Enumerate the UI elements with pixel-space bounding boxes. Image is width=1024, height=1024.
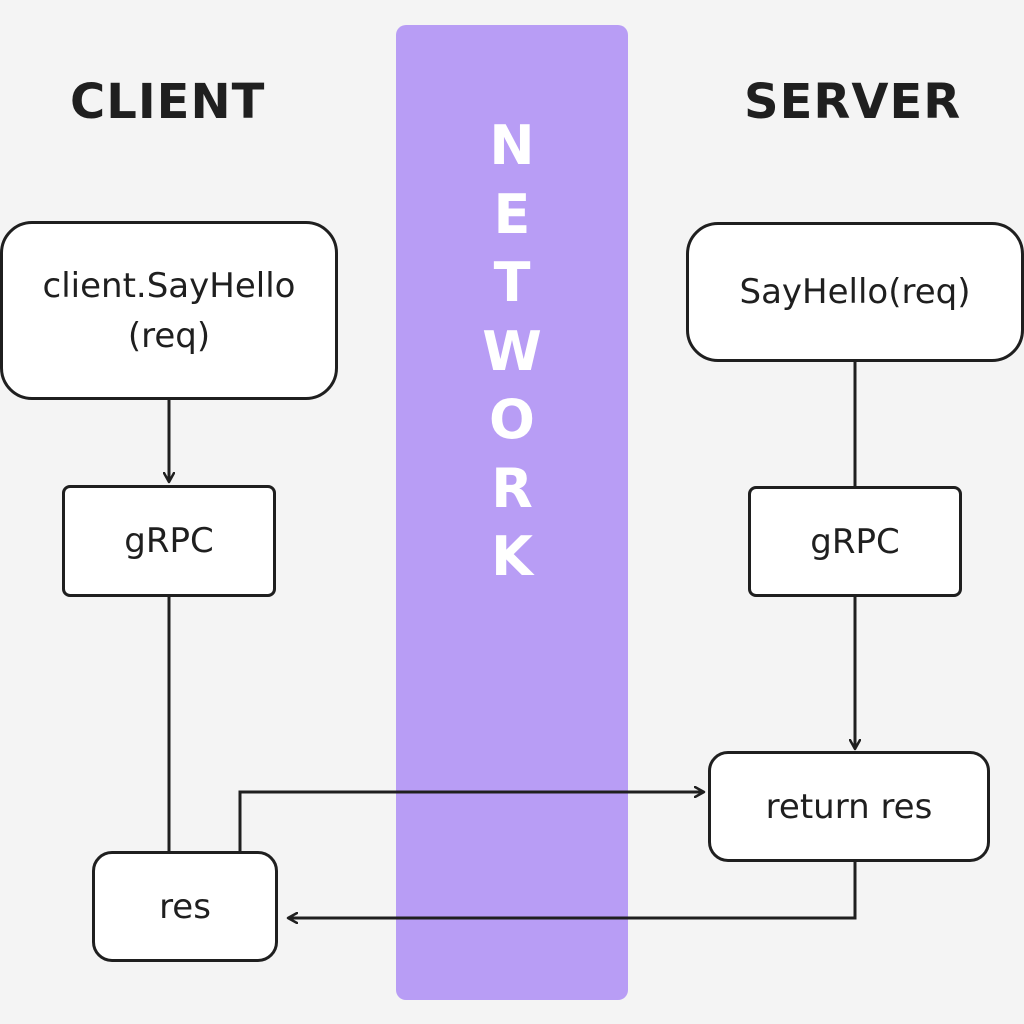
network-letter: K xyxy=(491,525,533,588)
server-return-box: return res xyxy=(708,751,990,862)
network-letter: N xyxy=(489,114,535,177)
network-letter: O xyxy=(489,388,535,451)
network-letter: T xyxy=(493,251,531,314)
network-letter: R xyxy=(491,456,533,520)
client-call-box: client.SayHello (req) xyxy=(0,221,338,400)
server-handler-label: SayHello(req) xyxy=(739,272,971,312)
server-title: SERVER xyxy=(744,74,962,130)
network-letter: W xyxy=(482,319,542,383)
server-handler-box: SayHello(req) xyxy=(686,222,1024,362)
server-grpc-box: gRPC xyxy=(748,486,962,597)
network-letter: E xyxy=(493,182,531,246)
client-res-box: res xyxy=(92,851,278,962)
server-grpc-label: gRPC xyxy=(810,521,900,562)
client-title: CLIENT xyxy=(70,74,266,130)
client-grpc-label: gRPC xyxy=(124,521,214,561)
client-call-line2: (req) xyxy=(127,315,211,356)
client-res-label: res xyxy=(159,886,211,927)
client-grpc-box: gRPC xyxy=(62,485,276,597)
server-return-label: return res xyxy=(765,786,933,827)
client-call-line1: client.SayHello xyxy=(42,265,296,306)
